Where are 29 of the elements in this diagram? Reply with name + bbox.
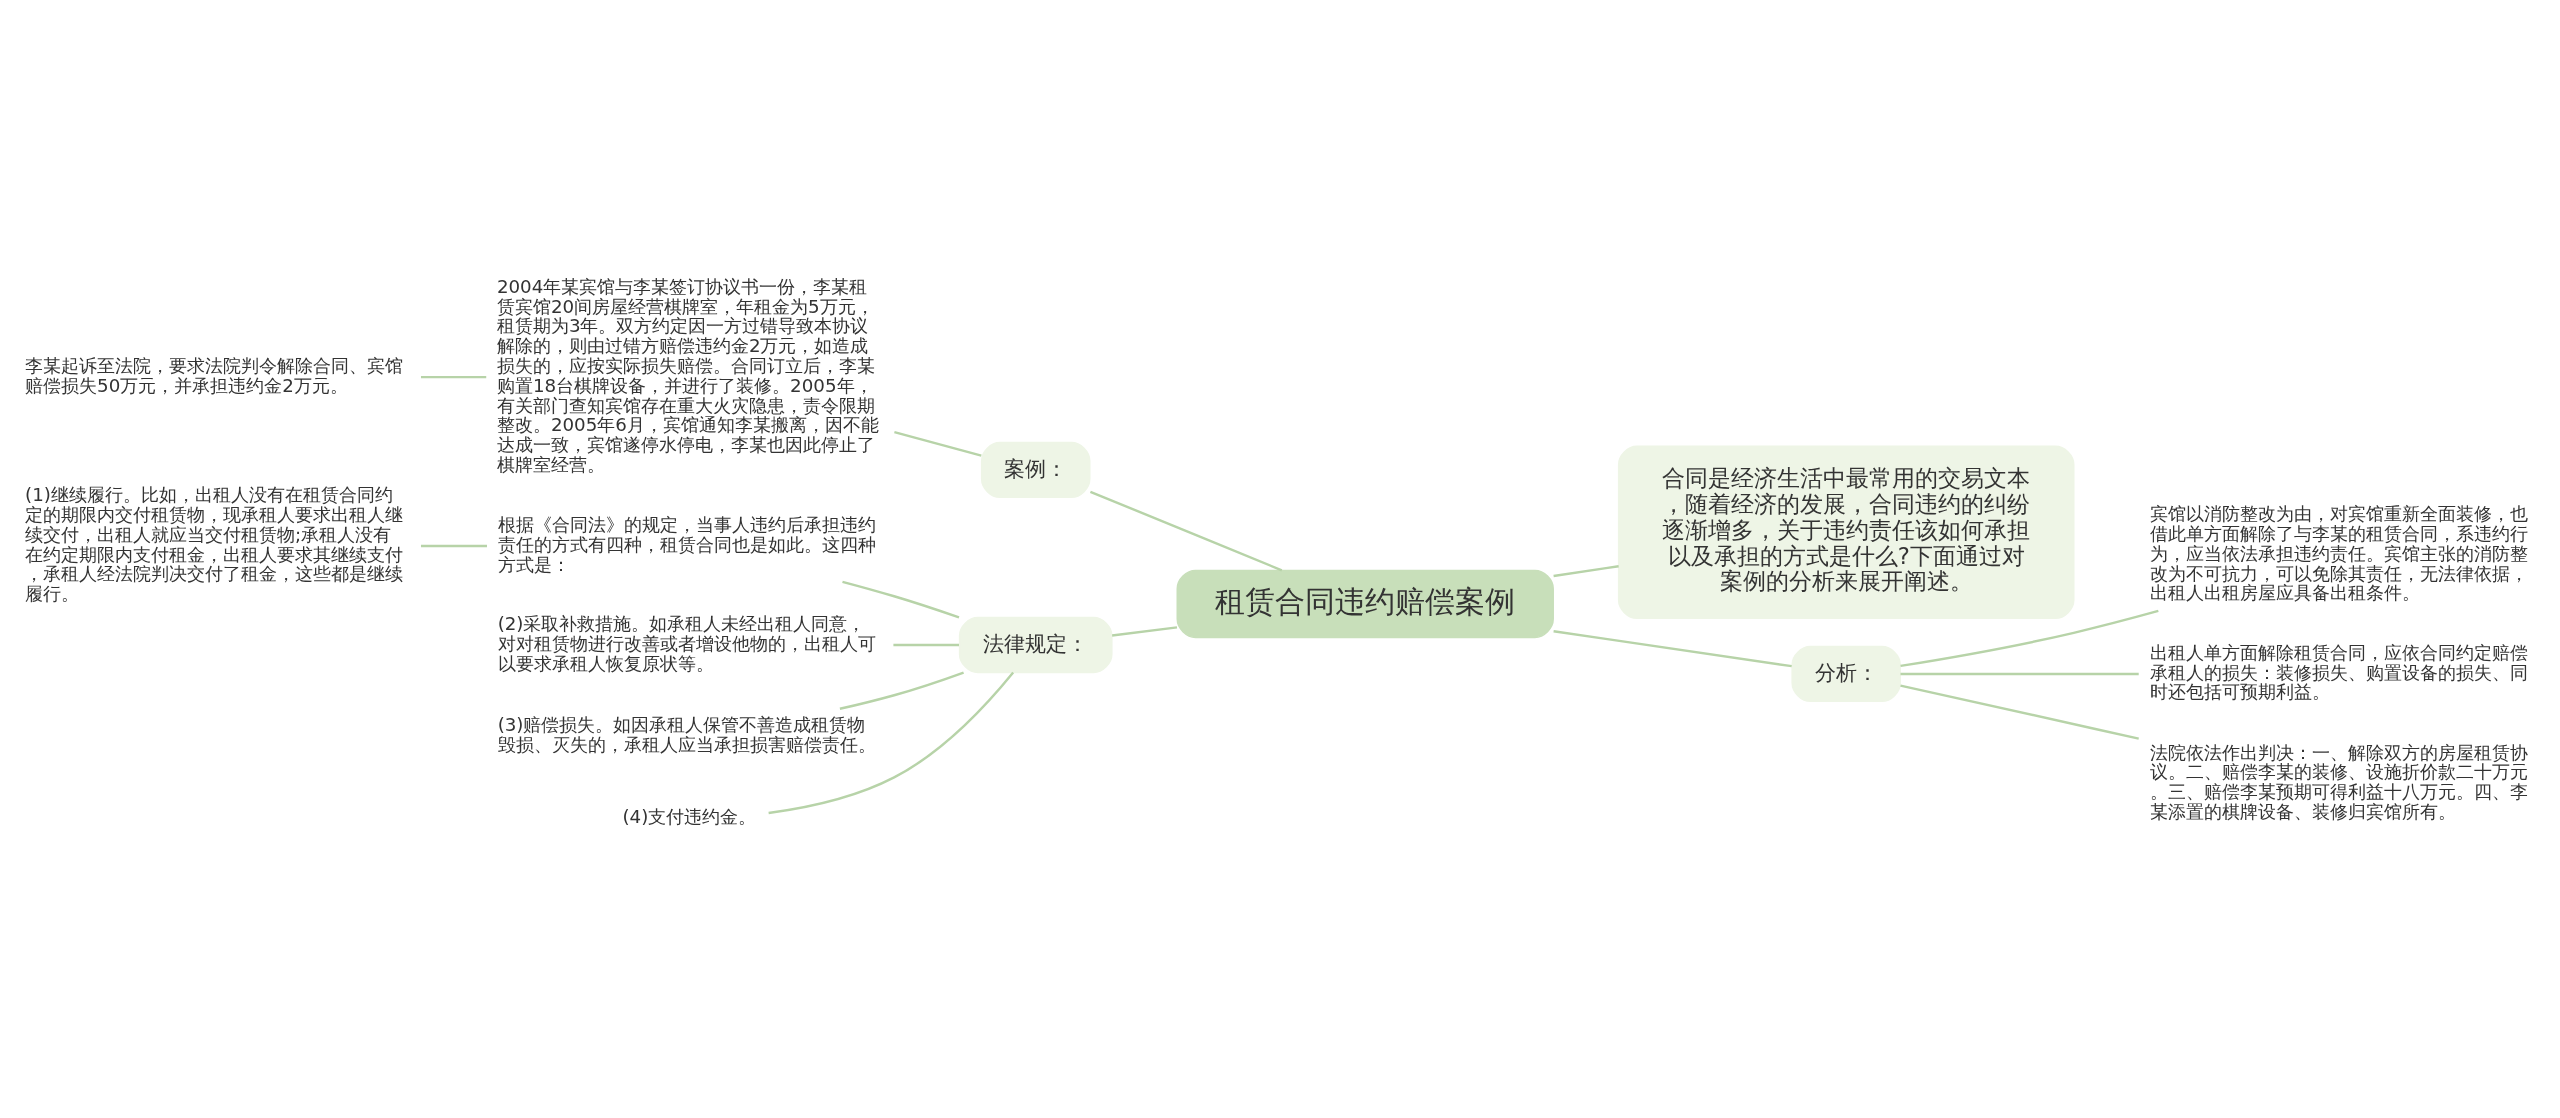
node-text: 2004年某宾馆与李某签订协议书一份，李某租赁宾馆20间房屋经营棋牌室，年租金为5万元，租赁期为3年。双方约定因一方过错导致本协议解除的，则由过错方赔偿违约金2万元，如造成损失的，应按实际损失赔偿。合同订立后，李某购置18台棋牌设备，并进行了装修。2005年，有关部门查知宾馆存在重大火灾隐患，责令限期整改。2005年6月，宾馆通知李某搬离，因不能达成一致，宾馆遂停水停电，李某也因此停止了棋牌室经营。 xyxy=(496,275,879,475)
node-text: (4)支付违约金。 xyxy=(622,806,757,828)
node-text: 宾馆以消防整改为由，对宾馆重新全面装修，也借此单方面解除了与李某的租赁合同，系违约行为，应当依法承担违约责任。宾馆主张的消防整改为不可抗力，可以免除其责任，无法律依据，出租人出租房屋应具备出租条件。 xyxy=(2149,503,2528,604)
node-box: 法律规定： xyxy=(958,616,1113,674)
node-box: 合同是经济生活中最常用的交易文本，随着经济的发展，合同违约的纠纷逐渐增多，关于违约责任该如何承担以及承担的方式是什么?下面通过对案例的分析来展开阐述。 xyxy=(1617,445,2075,620)
node-box: 租赁合同违约赔偿案例 xyxy=(1176,569,1554,639)
node-text: 出租人单方面解除租赁合同，应依合同约定赔偿承租人的损失：装修损失、购置设备的损失、同时还包括可预期利益。 xyxy=(2149,641,2528,703)
node-text: (1)继续履行。比如，出租人没有在租赁合同约定的期限内交付租赁物，现承租人要求出租人继续交付，出租人就应当交付租赁物;承租人没有在约定期限内支付租金，出租人要求其继续支付，承租人经法院判决交付了租金，这些都是继续履行。 xyxy=(25,484,404,605)
connector xyxy=(1089,490,1283,572)
connector xyxy=(839,671,964,710)
connector xyxy=(893,643,959,647)
connector xyxy=(1900,672,2139,676)
node-text: (2)采取补救措施。如承租人未经出租人同意，对对租赁物进行改善或者增设他物的，出租人可以要求承租人恢复原状等。 xyxy=(497,612,876,674)
node-box: 分析： xyxy=(1791,645,1901,703)
connector xyxy=(1111,626,1178,637)
node-box: 案例： xyxy=(980,441,1091,499)
connector xyxy=(1553,630,1792,668)
node-text: (3)赔偿损失。如因承租人保管不善造成租赁物毁损、灭失的，承租人应当承担损害赔偿责任。 xyxy=(497,714,876,755)
connector xyxy=(1553,565,1619,578)
connector xyxy=(1900,609,2159,668)
connector xyxy=(1900,684,2139,740)
connector xyxy=(842,580,960,619)
connector xyxy=(420,544,487,548)
node-text: 根据《合同法》的规定，当事人违约后承担违约责任的方式有四种，租赁合同也是如此。这四种方式是： xyxy=(497,513,876,575)
connector xyxy=(894,430,982,457)
connector xyxy=(768,671,1015,815)
node-text: 法院依法作出判决：一、解除双方的房屋租赁协议。二、赔偿李某的装修、设施折价款二十万元。三、赔偿李某预期可得利益十八万元。四、李某添置的棋牌设备、装修归宾馆所有。 xyxy=(2149,741,2528,822)
connector xyxy=(420,375,487,379)
node-text: 李某起诉至法院，要求法院判令解除合同、宾馆赔偿损失50万元，并承担违约金2万元。 xyxy=(25,354,404,396)
